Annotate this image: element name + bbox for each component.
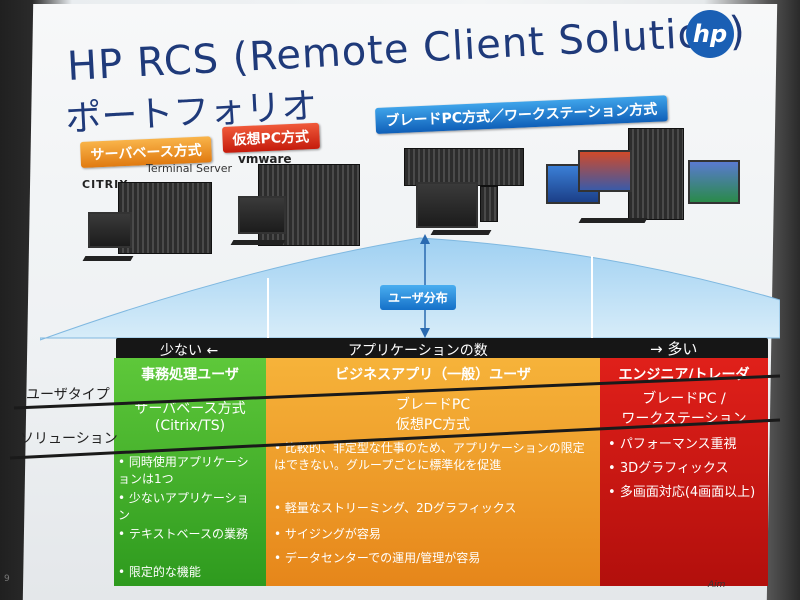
engineer-bullet-1: • パフォーマンス重視 [608, 437, 737, 452]
business-bullet-4: • データセンターでの運用/管理が容易 [274, 551, 481, 565]
office-solution-line1: サーバベース方式 [134, 401, 246, 417]
business-bullet-1: • 比較的、非定型な仕事のため、アプリケーションの限定はできない。グループごとに… [274, 441, 585, 472]
office-bullet-3: • テキストベースの業務 [118, 527, 248, 541]
business-bullet-3: • サイジングが容易 [274, 527, 381, 541]
application-count-axis: 少ない ← アプリケーションの数 → 多い [116, 338, 768, 360]
office-bullet-4: • 限定的な機能 [118, 565, 201, 579]
row-label-user-type: ユーザタイプ [26, 387, 110, 403]
column-engineer-trader: エンジニア/トレーダ ブレードPC / ワークステーション • パフォーマンス重… [600, 358, 768, 586]
business-user-type: ビジネスアプリ（一般）ユーザ [335, 367, 531, 383]
axis-many-label: → 多い [650, 340, 698, 358]
hp-logo-text: hp [692, 20, 728, 48]
business-bullet-2: • 軽量なストリーミング、2Dグラフィックス [274, 501, 517, 515]
user-distribution-label: ユーザ分布 [380, 285, 456, 310]
citrix-logo-label: CITRIX [82, 178, 129, 191]
engineer-bullet-2: • 3Dグラフィックス [608, 461, 729, 476]
page-number: 9 [4, 574, 10, 584]
axis-label: アプリケーションの数 [348, 343, 488, 359]
row-label-solution: ソリューション [20, 431, 118, 447]
terminal-server-label: Terminal Server [146, 162, 233, 175]
engineer-solution-line1: ブレードPC / [642, 391, 726, 407]
office-bullet-2: • 少ないアプリケーション [118, 491, 249, 522]
office-bullet-1: • 同時使用アプリケーションは1つ [118, 455, 249, 486]
business-solution-line1: ブレードPC [395, 397, 471, 413]
office-solution-line2: (Citrix/TS) [154, 418, 226, 434]
author-signature: Aim [708, 580, 726, 590]
engineer-bullet-3: • 多画面対応(4画面以上) [608, 485, 756, 500]
business-solution-line2: 仮想PC方式 [395, 417, 471, 433]
axis-few-label: 少ない ← [160, 343, 219, 359]
vmware-logo-label: vmware [238, 152, 292, 166]
tag-virtual-pc: 仮想PC方式 [222, 122, 320, 153]
column-office-user: 事務処理ユーザ サーバベース方式 (Citrix/TS) • 同時使用アプリケー… [114, 358, 266, 586]
hp-logo: hp [686, 10, 734, 58]
office-user-type: 事務処理ユーザ [141, 367, 239, 383]
row-divider-lines [9, 374, 781, 460]
